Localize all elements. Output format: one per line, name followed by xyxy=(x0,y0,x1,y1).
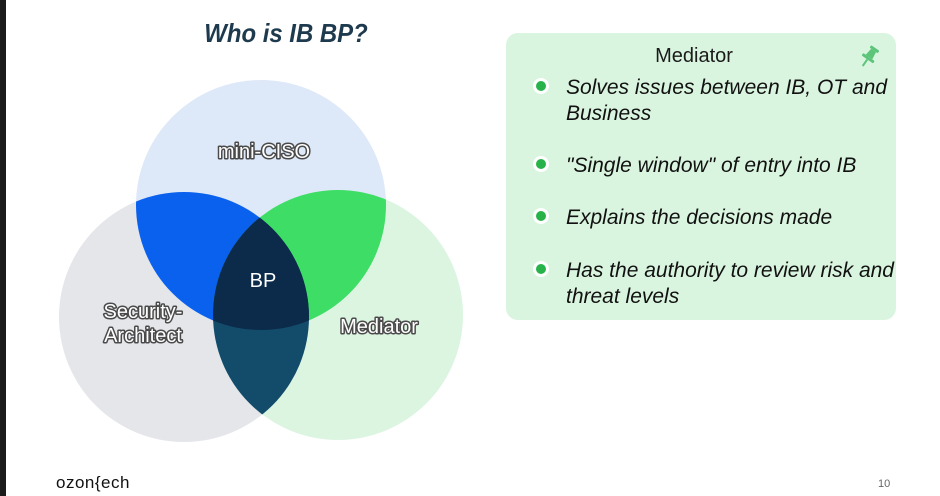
label-security-architect-line1: Security- xyxy=(104,301,183,323)
bullet-dot xyxy=(536,264,546,274)
bullet-text: "Single window" of entry into IB xyxy=(566,154,857,177)
label-mini-ciso: mini-CISO xyxy=(218,141,310,163)
venn-diagram: mini-CISO BP Security- Architect Mediato… xyxy=(59,80,463,442)
label-mediator: Mediator xyxy=(340,316,418,338)
bullet-text: Has the authority to review risk and thr… xyxy=(566,259,894,308)
bullet-dot xyxy=(536,159,546,169)
card-title: Mediator xyxy=(655,45,733,67)
bullet-text: Solves issues between IB, OT and Busines… xyxy=(566,76,887,125)
bullet-dot xyxy=(536,211,546,221)
bullet-text: Explains the decisions made xyxy=(566,206,833,229)
label-bp: BP xyxy=(250,270,277,292)
pin-icon xyxy=(861,45,880,67)
label-security-architect-line2: Architect xyxy=(104,325,182,347)
bullet-dot xyxy=(536,81,546,91)
mediator-card: Mediator Solves issues between IB, OT an… xyxy=(506,33,896,320)
slide-title: Who is IB BP? xyxy=(204,18,368,48)
page-number: 10 xyxy=(878,478,891,490)
company-logo: ozon{ech xyxy=(56,473,130,492)
slide: Who is IB BP? mini-CISO BP Sec xyxy=(6,0,940,496)
overlap-center-bp xyxy=(213,192,309,330)
